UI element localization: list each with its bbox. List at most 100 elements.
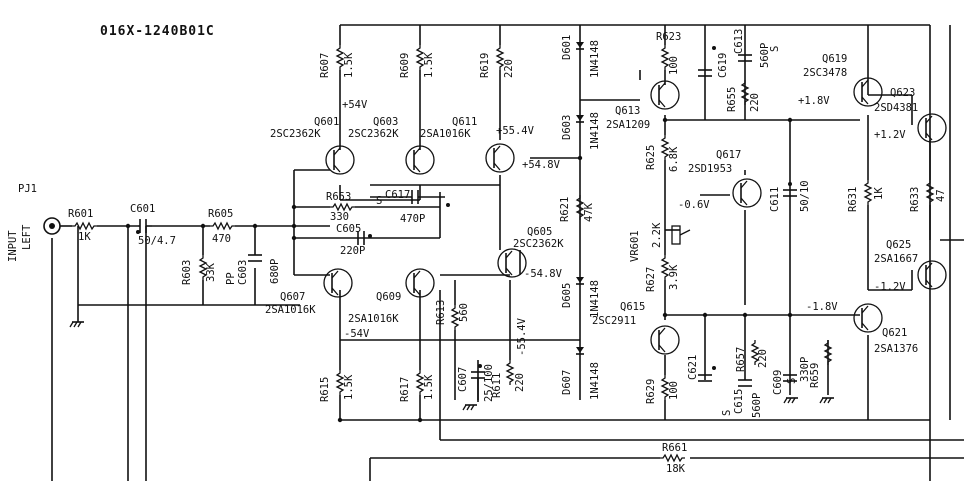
capacitor-c619: C619 <box>698 46 729 78</box>
svg-text:330P: 330P <box>799 357 811 382</box>
svg-text:2SA1016K: 2SA1016K <box>348 313 399 325</box>
transistor-q601: Q601 2SC2362K <box>270 116 355 175</box>
svg-text:2SC2362K: 2SC2362K <box>513 238 564 250</box>
svg-text:R659: R659 <box>809 363 821 388</box>
svg-text:1N4148: 1N4148 <box>589 40 601 78</box>
svg-text:Q603: Q603 <box>373 116 398 128</box>
svg-text:C601: C601 <box>130 203 155 215</box>
svg-text:1K: 1K <box>873 187 885 200</box>
svg-text:D601: D601 <box>561 35 573 60</box>
svg-text:R617: R617 <box>399 377 411 402</box>
resistor-r605: R605 470 <box>208 208 236 245</box>
svg-text:R601: R601 <box>68 208 93 220</box>
svg-text:-54.8V: -54.8V <box>524 268 563 280</box>
svg-text:-55.4V: -55.4V <box>516 317 528 356</box>
svg-text:2SC2362K: 2SC2362K <box>348 128 399 140</box>
resistor-r617: R617 1.5K <box>399 369 435 402</box>
svg-text:+55.4V: +55.4V <box>496 125 535 137</box>
ground-symbols <box>69 305 835 404</box>
capacitor-c621: C621 <box>687 355 716 382</box>
transistor-q603: Q603 2SC2362K <box>348 116 435 175</box>
svg-text:R655: R655 <box>726 87 738 112</box>
resistor-r625: R625 6.8K <box>645 134 680 172</box>
svg-text:100: 100 <box>668 381 680 400</box>
transistor-q617: Q617 2SD1953 <box>688 149 762 208</box>
svg-text:330: 330 <box>330 211 349 223</box>
svg-text:R633: R633 <box>909 187 921 212</box>
svg-text:18K: 18K <box>666 463 686 475</box>
resistor-r615: R615 1.5K <box>319 369 355 402</box>
diode-d601: D601 1N4148 <box>561 35 601 78</box>
svg-text:Q615: Q615 <box>620 301 645 313</box>
capacitor-c611: C611 50/10 <box>769 180 811 212</box>
svg-text:S: S <box>721 410 733 416</box>
svg-text:Q621: Q621 <box>882 327 907 339</box>
svg-text:R625: R625 <box>645 145 657 170</box>
svg-text:VR601: VR601 <box>629 230 641 262</box>
resistor-r657: R657 220 <box>735 339 769 372</box>
svg-text:R627: R627 <box>645 267 657 292</box>
transistor-q605: Q605 2SC2362K <box>497 226 564 278</box>
svg-text:1N4148: 1N4148 <box>589 280 601 318</box>
diode-d607: D607 1N4148 <box>561 346 601 400</box>
svg-text:1.5K: 1.5K <box>343 374 355 400</box>
transistor-q613: Q613 2SA1209 <box>606 80 680 131</box>
svg-text:2SD1953: 2SD1953 <box>688 163 732 175</box>
svg-text:S: S <box>376 195 382 207</box>
svg-text:C607: C607 <box>457 367 469 392</box>
svg-text:6.8K: 6.8K <box>668 146 680 172</box>
capacitor-c613: C613 560P S <box>733 29 781 68</box>
resistor-r653: R653 330 <box>326 191 356 223</box>
svg-text:R623: R623 <box>656 31 681 43</box>
svg-text:470P: 470P <box>400 213 425 225</box>
capacitor-c605: C605 220P <box>336 223 372 257</box>
svg-text:-0.6V: -0.6V <box>678 199 710 211</box>
svg-text:Q609: Q609 <box>376 291 401 303</box>
svg-text:Q617: Q617 <box>716 149 741 161</box>
resistor-r655: R655 220 <box>726 79 761 112</box>
resistor-r611: R611 220 <box>491 359 526 398</box>
junction-dots <box>125 117 793 423</box>
svg-text:100: 100 <box>668 56 680 75</box>
transistor-q615: Q615 2SC2911 <box>592 301 680 355</box>
svg-text:560P: 560P <box>751 393 763 418</box>
svg-text:D605: D605 <box>561 283 573 308</box>
resistor-r621: R621 47K <box>559 194 595 222</box>
svg-text:1.5K: 1.5K <box>343 52 355 78</box>
svg-text:680P: 680P <box>269 259 281 284</box>
svg-text:R661: R661 <box>662 442 687 454</box>
resistor-r633: R633 47 <box>909 179 947 212</box>
svg-text:1.5K: 1.5K <box>423 374 435 400</box>
wiring <box>51 24 964 481</box>
svg-text:C603: C603 <box>237 260 249 285</box>
svg-text:2SA1667: 2SA1667 <box>874 253 918 265</box>
svg-text:50/4.7: 50/4.7 <box>138 235 176 247</box>
input-jack-ref: PJ1 <box>18 183 37 195</box>
svg-text:Q601: Q601 <box>314 116 339 128</box>
transistor-q625: Q625 2SA1667 <box>874 239 947 290</box>
resistor-r619: R619 220 <box>479 44 515 78</box>
svg-text:R609: R609 <box>399 53 411 78</box>
capacitor-c609: C609 330P S <box>772 357 811 404</box>
svg-text:2SA1016K: 2SA1016K <box>420 128 471 140</box>
diode-d603: D603 1N4148 <box>561 112 601 150</box>
svg-text:Q607: Q607 <box>280 291 305 303</box>
resistor-r607: R607 1.5K <box>319 44 355 78</box>
svg-text:PP: PP <box>225 272 237 285</box>
resistor-r601: R601 1K <box>68 208 98 243</box>
capacitor-c607: C607 25/100 <box>457 364 495 411</box>
svg-text:3.9K: 3.9K <box>668 264 680 290</box>
svg-text:33K: 33K <box>205 262 217 282</box>
svg-text:470: 470 <box>212 233 231 245</box>
svg-text:R619: R619 <box>479 53 491 78</box>
svg-text:C621: C621 <box>687 355 699 380</box>
svg-text:50/10: 50/10 <box>799 180 811 212</box>
svg-text:R605: R605 <box>208 208 233 220</box>
svg-text:C617: C617 <box>385 189 410 201</box>
svg-text:220: 220 <box>514 373 526 392</box>
svg-text:+1.2V: +1.2V <box>874 129 906 141</box>
svg-text:C611: C611 <box>769 187 781 212</box>
input-jack: PJ1 INPUT LEFT <box>7 183 61 262</box>
resistor-r631: R631 1K <box>847 179 885 212</box>
